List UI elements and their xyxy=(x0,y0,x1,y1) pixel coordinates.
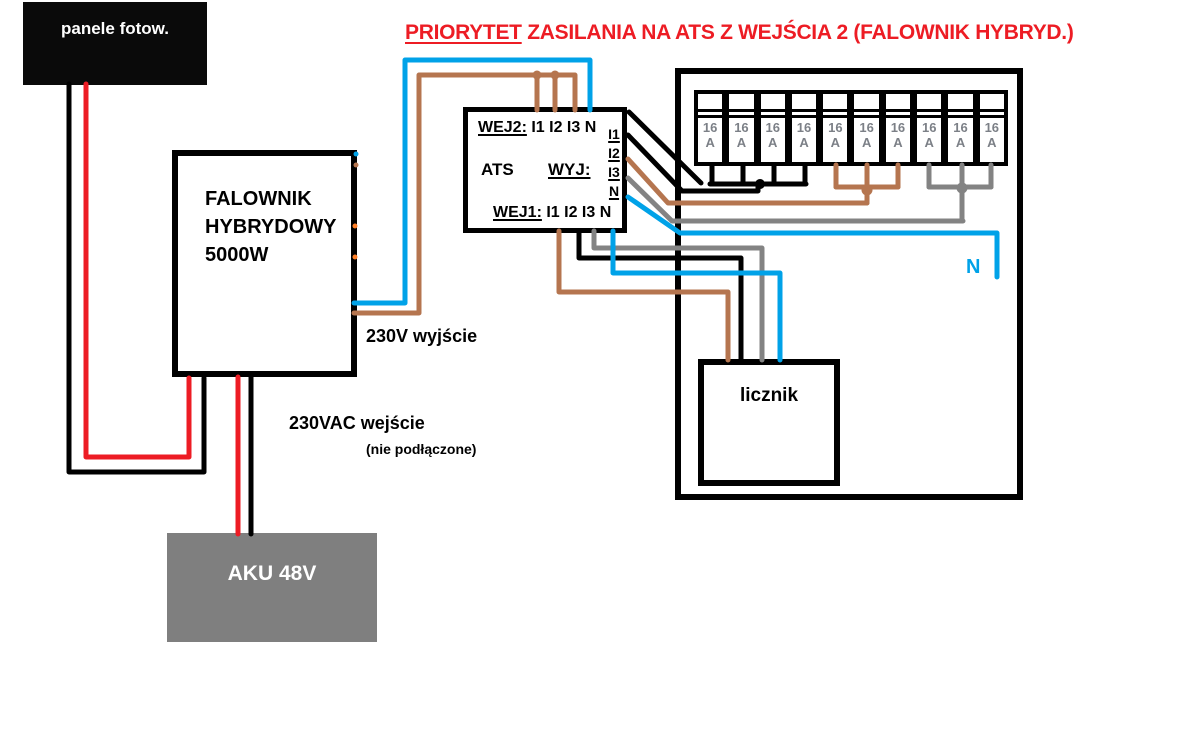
ats-wej2-label: WEJ2: xyxy=(478,119,527,136)
ats-wej2-terminals: I1 I2 I3 N xyxy=(526,119,597,136)
breaker-rating-unit: A xyxy=(955,135,966,150)
ats-wej1-row: WEJ1: I1 I2 I3 N xyxy=(493,204,611,222)
breaker-divider xyxy=(823,109,848,118)
wire-ats-out-black-a xyxy=(626,109,704,186)
junction-dot-brown xyxy=(532,70,542,80)
battery-box xyxy=(167,533,377,642)
pv-panels-box xyxy=(23,2,207,85)
ats-output-l1: I1 xyxy=(608,126,620,142)
breaker-divider xyxy=(917,109,942,118)
wire-ats-out-gray xyxy=(625,175,966,224)
inverter-label: FALOWNIK HYBRYDOWY 5000W xyxy=(205,188,337,266)
wire-wej1-gray xyxy=(591,228,765,363)
title-prefix: PRIORYTET xyxy=(405,21,522,44)
label-230vac-input: 230VAC wejście xyxy=(289,413,425,433)
breaker-rating-amps: 16 xyxy=(734,120,749,135)
breaker-rating-amps: 16 xyxy=(890,120,906,135)
ats-wyj-label: WYJ: xyxy=(548,160,591,179)
inverter-box xyxy=(172,150,357,377)
wire-wej1-brown xyxy=(556,228,731,363)
ats-output-l3: I3 xyxy=(608,164,620,180)
breaker-rating-amps: 16 xyxy=(702,120,718,135)
breaker-rating-unit: A xyxy=(987,135,997,150)
terminal-mark-orange xyxy=(352,223,358,229)
breaker-rating-amps: 16 xyxy=(921,120,937,135)
pv-panels-label: panele fotow. xyxy=(61,19,169,38)
breaker-rating-unit: A xyxy=(830,135,841,150)
terminal-mark-brown xyxy=(353,162,359,168)
breaker-divider xyxy=(854,109,879,118)
junction-dot-black xyxy=(755,179,765,189)
ats-name: ATS xyxy=(481,160,514,179)
breaker-rating-amps: 16 xyxy=(859,120,874,135)
wire-wej1-blue xyxy=(610,228,783,363)
wire-230v-phase-brown xyxy=(351,72,578,316)
wire-ats-out-brown xyxy=(625,156,870,206)
breaker-rating-unit: A xyxy=(861,135,872,150)
ats-box: WEJ2: I1 I2 I3 N ATS WYJ: WEJ1: I1 I2 I3… xyxy=(463,107,627,233)
ats-wej2-row: WEJ2: I1 I2 I3 N xyxy=(478,119,596,137)
label-not-connected: (nie podłączone) xyxy=(366,441,477,457)
wire-ats-out-neutral-blue xyxy=(625,194,1000,280)
breaker-divider xyxy=(729,109,754,118)
breaker-divider xyxy=(948,109,973,118)
junction-dot-brown xyxy=(550,70,560,80)
battery-label: AKU 48V xyxy=(227,562,317,585)
ats-output-n: N xyxy=(608,183,620,199)
breaker-rating-unit: A xyxy=(736,135,747,150)
meter-label: licznik xyxy=(739,385,799,406)
breaker-rating-unit: A xyxy=(893,135,903,150)
title-rest: ZASILANIA NA ATS Z WEJŚCIA 2 (FALOWNIK H… xyxy=(521,21,1074,44)
junction-dot-brown xyxy=(861,184,873,196)
wire-230v-neutral-blue xyxy=(351,57,593,306)
distribution-box xyxy=(675,68,1023,500)
wire-pv-black xyxy=(66,81,207,475)
breaker-divider xyxy=(760,109,785,118)
breaker-rating-unit: A xyxy=(705,135,715,150)
breaker-rating-amps: 16 xyxy=(765,120,780,135)
ats-output-l2: I2 xyxy=(608,145,620,161)
terminal-mark-orange xyxy=(352,254,358,260)
terminal-mark-blue xyxy=(353,151,359,157)
breaker-rating-unit: A xyxy=(924,135,934,150)
breaker-divider xyxy=(885,109,911,118)
breaker-rating-unit: A xyxy=(768,135,778,150)
ats-wej1-label: WEJ1: xyxy=(493,204,542,221)
breaker-rating-amps: 16 xyxy=(796,120,812,135)
meter-box xyxy=(698,359,840,486)
ats-wej1-terminals: I1 I2 I3 N xyxy=(541,204,612,221)
breaker-rating-amps: 16 xyxy=(984,120,1000,135)
wire-wej1-black xyxy=(576,228,744,363)
breaker-rating-amps: 16 xyxy=(828,120,843,135)
wire-pv-red xyxy=(83,81,192,460)
breaker-divider xyxy=(698,109,723,118)
diagram-title: PRIORYTET ZASILANIA NA ATS Z WEJŚCIA 2 (… xyxy=(405,21,1074,45)
junction-dot-gray xyxy=(956,182,968,194)
breaker-rating-unit: A xyxy=(799,135,809,150)
breaker-rating-amps: 16 xyxy=(953,120,968,135)
breaker-divider xyxy=(979,109,1004,118)
label-230v-output: 230V wyjście xyxy=(366,326,478,346)
label-neutral: N xyxy=(966,256,981,278)
breaker-divider xyxy=(791,109,817,118)
